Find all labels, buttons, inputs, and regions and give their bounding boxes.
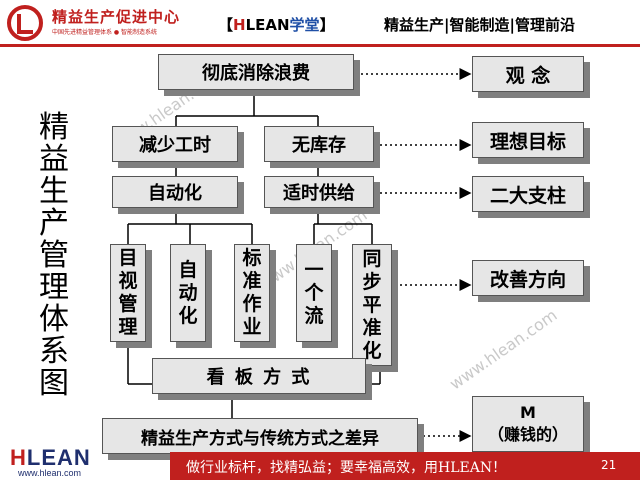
- method-char: 管: [118, 293, 138, 315]
- brand-school: 学堂: [289, 16, 320, 34]
- title-char: 理: [39, 270, 69, 305]
- title-char: 益: [39, 142, 69, 177]
- method-char: 业: [242, 316, 262, 338]
- title-char: 系: [39, 334, 69, 369]
- concept-box: 观 念: [472, 56, 584, 92]
- footer-url: www.hlean.com: [18, 468, 82, 478]
- method-char: 标: [242, 247, 262, 269]
- brand-title: 【HLEAN学堂】: [218, 14, 335, 35]
- method-char: 准: [362, 316, 382, 339]
- eliminate-waste-box: 彻底消除浪费: [158, 54, 354, 90]
- header-tagline: 精益生产|智能制造|管理前沿: [384, 16, 575, 34]
- footer-slogan: 做行业标杆，找精弘益；要幸福高效，用HLEAN！: [186, 460, 507, 476]
- title-char: 产: [39, 206, 69, 241]
- reduce-hours-box: 减少工时: [112, 126, 238, 162]
- jit-box: 适时供给: [264, 176, 374, 208]
- method-char: 流: [304, 304, 324, 327]
- method-char: 平: [362, 293, 382, 316]
- brand-h: H: [233, 16, 246, 34]
- page-number: 21: [601, 458, 617, 472]
- level-sync-box: 同 步 平 准 化: [352, 244, 392, 366]
- footer-logo: HLEAN: [10, 445, 91, 471]
- automation-method-box: 自 动 化: [170, 244, 206, 342]
- brand-open: 【: [218, 16, 234, 34]
- method-char: 一: [304, 258, 324, 281]
- visual-management-box: 目 视 管 理: [110, 244, 146, 342]
- method-char: 同: [362, 247, 382, 270]
- ideal-goal-box: 理想目标: [472, 122, 584, 158]
- no-inventory-box: 无库存: [264, 126, 374, 162]
- footer-logo-lean: LEAN: [26, 445, 91, 470]
- vertical-title: 精 益 生 产 管 理 体 系 图: [34, 112, 74, 400]
- method-char: 作: [242, 293, 262, 315]
- title-char: 图: [39, 366, 69, 401]
- hlean-logo-icon: [7, 5, 43, 41]
- kanban-box: 看 板 方 式: [152, 358, 366, 394]
- method-char: 准: [242, 270, 262, 292]
- one-piece-flow-box: 一 个 流: [296, 244, 332, 342]
- header-bar: [0, 0, 640, 46]
- method-char: 个: [304, 281, 324, 304]
- brand-close: 】: [319, 16, 335, 34]
- difference-box: 精益生产方式与传统方式之差异: [102, 418, 418, 454]
- method-char: 理: [118, 316, 138, 338]
- footer-logo-h: H: [10, 445, 27, 470]
- m-box: M （赚钱的）: [472, 396, 584, 452]
- method-char: 动: [178, 281, 198, 304]
- method-char: 自: [178, 258, 198, 281]
- org-name: 精益生产促进中心: [52, 8, 181, 26]
- method-char: 步: [362, 270, 382, 293]
- standard-work-box: 标 准 作 业: [234, 244, 270, 342]
- org-subtitle: 中国先进精益管理体系 ● 智能制造系统: [52, 29, 158, 36]
- header-divider: [0, 44, 640, 47]
- title-char: 管: [39, 238, 69, 273]
- footer-bar: [170, 452, 640, 480]
- title-char: 精: [39, 110, 69, 145]
- improve-direction-box: 改善方向: [472, 260, 584, 296]
- method-char: 化: [362, 339, 382, 362]
- method-char: 化: [178, 304, 198, 327]
- m-label: M: [520, 403, 536, 422]
- title-char: 生: [39, 174, 69, 209]
- brand-lean: LEAN: [245, 16, 290, 34]
- method-char: 视: [118, 270, 138, 292]
- title-char: 体: [39, 302, 69, 337]
- two-pillars-box: 二大支柱: [472, 176, 584, 212]
- m-sub: （赚钱的）: [487, 425, 568, 444]
- method-char: 目: [118, 247, 138, 269]
- automation-box: 自动化: [112, 176, 238, 208]
